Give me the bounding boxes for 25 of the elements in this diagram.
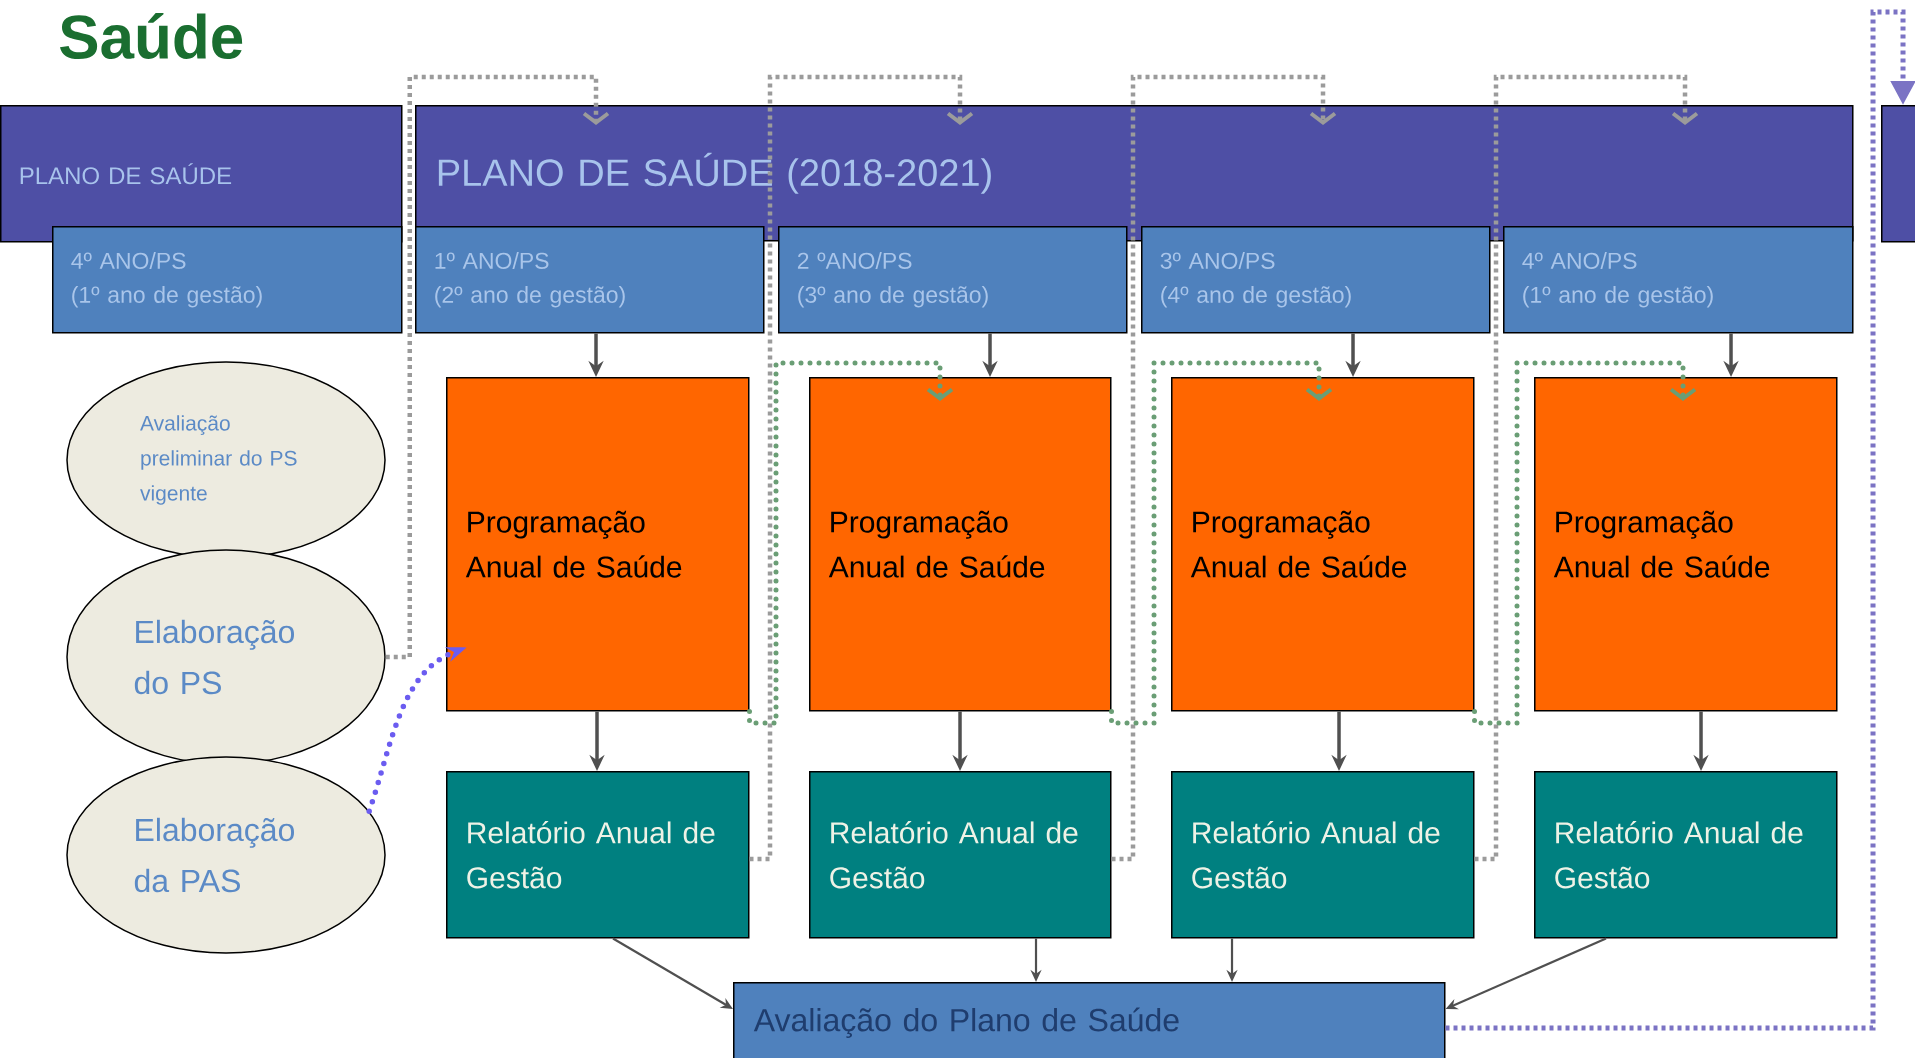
- process-box: Programação Anual de Saúde: [446, 377, 750, 712]
- dotted-arrow: [1109, 360, 1333, 726]
- dotted-arrow: [747, 360, 954, 726]
- dotted-arrow: [1472, 360, 1697, 726]
- dotted-arrow: [1445, 9, 1915, 1031]
- report-box: Relatório Anual de Gestão: [809, 771, 1112, 939]
- year-box: 4º ANO/PS (1º ano de gestão): [1503, 226, 1854, 334]
- evaluation-box: Avaliação do Plano de Saúde: [733, 982, 1446, 1058]
- header-band: [1881, 105, 1915, 243]
- dotted-arrow: [385, 74, 610, 660]
- process-box: Programação Anual de Saúde: [1534, 377, 1838, 712]
- title: Saúde: [60, 12, 243, 60]
- year-box: 1º ANO/PS (2º ano de gestão): [415, 226, 765, 334]
- year-box: 3º ANO/PS (4º ano de gestão): [1141, 226, 1491, 334]
- process-box: Programação Anual de Saúde: [809, 377, 1112, 712]
- report-box: Relatório Anual de Gestão: [1171, 771, 1475, 939]
- dotted-arrow: [1111, 74, 1337, 862]
- report-box: Relatório Anual de Gestão: [1534, 771, 1838, 939]
- header-band: PLANO DE SAÚDE: [0, 105, 403, 243]
- dotted-arrow: [749, 74, 974, 862]
- year-box: 4º ANO/PS (1º ano de gestão): [52, 226, 403, 334]
- report-box: Relatório Anual de Gestão: [446, 771, 750, 939]
- year-box: 2 ºANO/PS (3º ano de gestão): [778, 226, 1128, 334]
- dotted-arrow: [1474, 74, 1699, 862]
- process-box: Programação Anual de Saúde: [1171, 377, 1475, 712]
